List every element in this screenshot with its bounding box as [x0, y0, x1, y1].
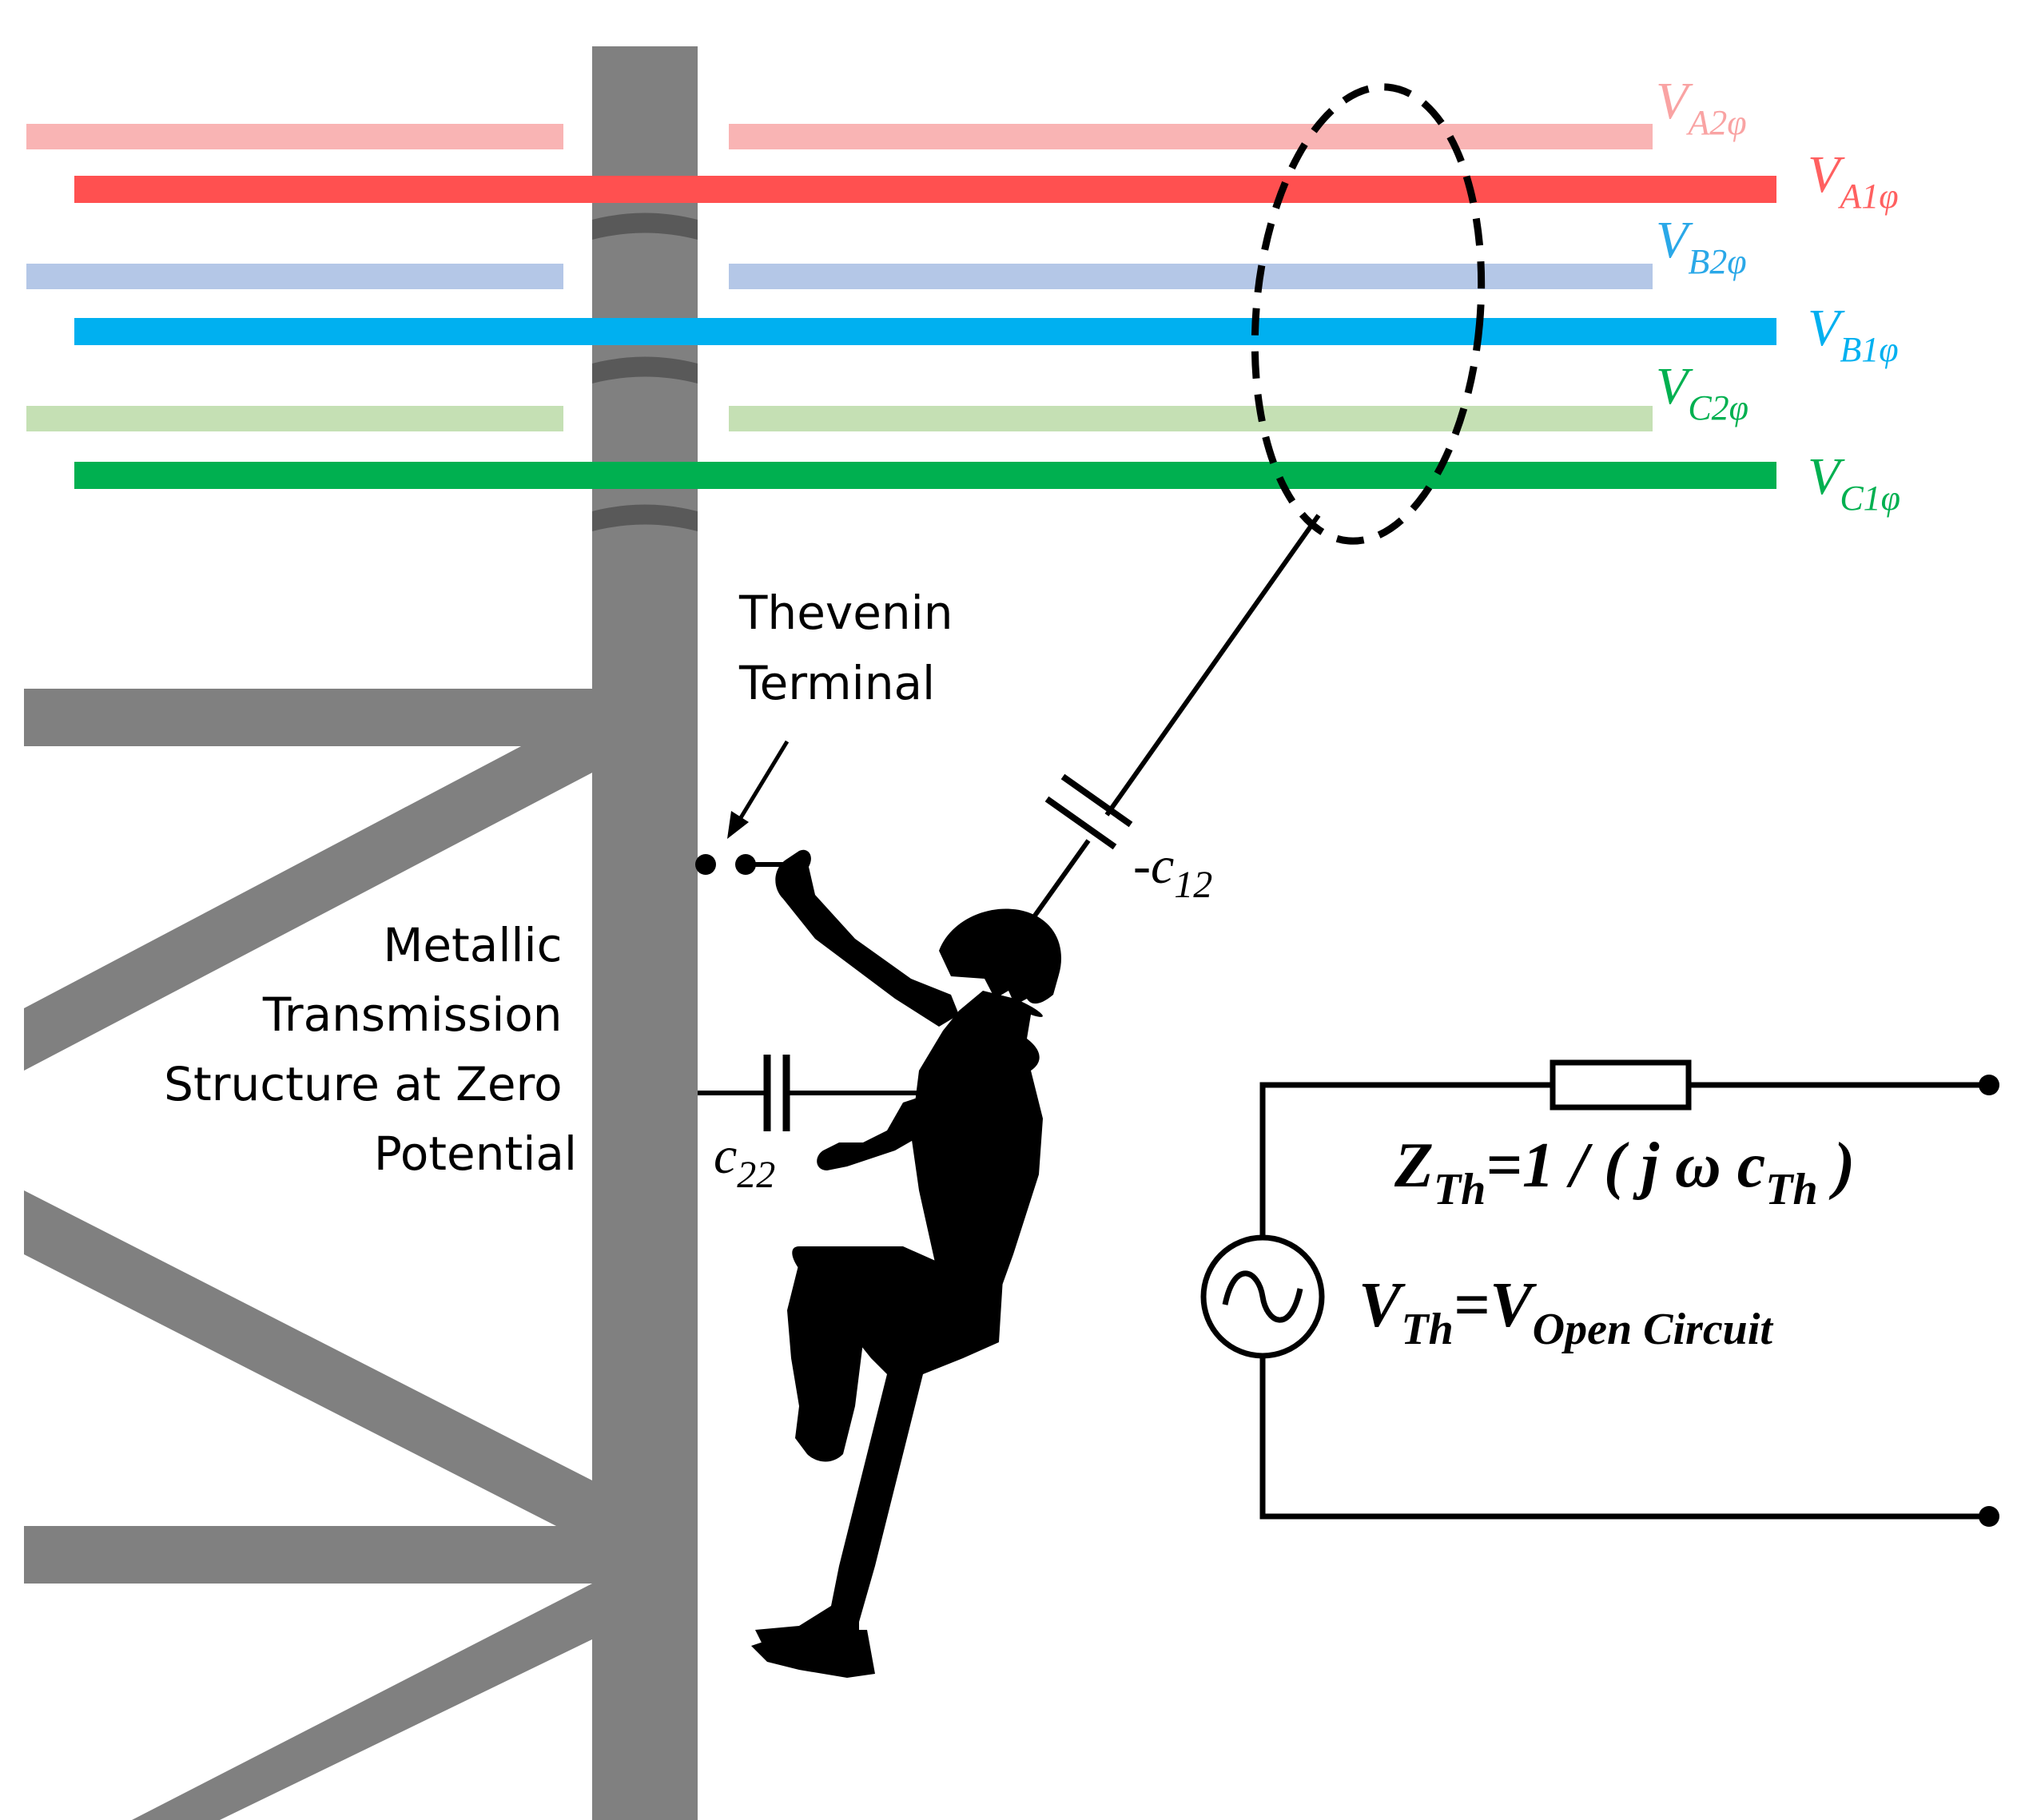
label-c22: c22: [714, 1127, 775, 1196]
worker-leg-back: [755, 1358, 927, 1662]
ac-source-sine-icon: [1222, 1270, 1303, 1323]
label-v-b1: VB1φ: [1808, 299, 1899, 369]
terminal-dot-structure: [695, 854, 716, 875]
structure-band-3: [592, 504, 698, 531]
conductor-c2-right: [729, 406, 1653, 431]
structure-arm-upper: [24, 689, 595, 746]
worker-torso: [911, 991, 1043, 1294]
worker-leg-front: [787, 1262, 863, 1462]
coupling-lead: [1104, 514, 1321, 817]
conductor-c1: [74, 462, 1776, 489]
label-impedance-equation: ZTh=1 / ( j ω cTh ): [1394, 1131, 1855, 1214]
structure-brace-upper: [24, 707, 595, 1071]
transmission-structure: [24, 46, 698, 1820]
coupling-ellipse: [1251, 83, 1486, 545]
conductor-b1: [74, 318, 1776, 345]
label-structure: Metallic Transmission Structure at Zero …: [164, 918, 577, 1181]
structure-band-2: [592, 356, 698, 383]
label-v-c1: VC1φ: [1808, 447, 1900, 518]
label-thevenin-terminal: Thevenin Terminal: [738, 586, 968, 710]
structure-band-1: [592, 213, 698, 240]
label-v-b2: VB2φ: [1656, 211, 1747, 281]
structure-arm-lower: [24, 1526, 595, 1584]
label-v-a1: VA1φ: [1808, 145, 1899, 216]
conductors: [26, 124, 1776, 489]
conductor-c2-left: [26, 406, 563, 431]
label-c12: -c12: [1133, 836, 1212, 906]
circuit-bottom-wire: [1259, 1358, 1984, 1520]
label-voltage-equation: VTh=VOpen Circuit: [1359, 1270, 1773, 1354]
conductor-b2-left: [26, 264, 563, 289]
worker-boot: [751, 1630, 875, 1678]
capacitor-c12-plate-2: [1060, 773, 1133, 828]
conductor-labels: VA2φ VA1φ VB2φ VB1φ VC2φ VC1φ: [1656, 72, 1900, 518]
thevenin-arrow-shaft: [733, 740, 790, 829]
conductor-a2-right: [729, 124, 1653, 149]
structure-brace-lower: [132, 1582, 595, 1820]
label-v-a2: VA2φ: [1656, 72, 1747, 142]
conductor-a1: [74, 176, 1776, 203]
worker-arm-lower: [817, 1095, 927, 1170]
conductor-a2-left: [26, 124, 563, 149]
worker-head: [939, 908, 1061, 1005]
circuit-terminal-top[interactable]: [1979, 1075, 1999, 1095]
lineman-silhouette: [751, 849, 1061, 1678]
coupling-lead-lower: [1024, 839, 1091, 928]
structure-column: [592, 46, 698, 1820]
capacitor-c12-plate-1: [1044, 796, 1117, 850]
conductor-b2-right: [729, 264, 1653, 289]
circuit-top-wire-left: [1259, 1082, 1553, 1293]
label-v-c2: VC2φ: [1656, 357, 1748, 427]
thevenin-arrow-head: [727, 811, 749, 839]
structure-brace-middle: [24, 1190, 595, 1546]
thevenin-circuit: [1200, 1059, 1984, 1520]
circuit-terminal-bottom[interactable]: [1979, 1506, 1999, 1527]
impedance-resistor[interactable]: [1550, 1059, 1692, 1111]
worker-arm-upper: [775, 849, 959, 1027]
